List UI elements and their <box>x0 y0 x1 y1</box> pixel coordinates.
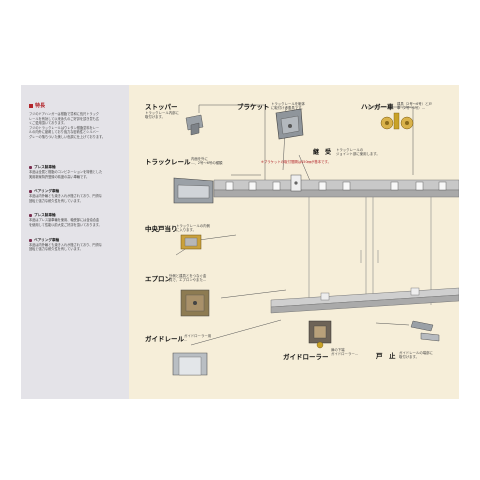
rail-bracket-mark <box>415 181 424 191</box>
features-intro: フジのドアハンガーは樹脂で豊和に長尺トラックレールを有効して以来永久のご好評を頂… <box>29 112 105 140</box>
section-line: 本品は内外輪とも焼き入れが施されており、円滑な <box>29 242 102 247</box>
section-line: を使用して性能以前大変ご好評を頂いております。 <box>29 222 102 227</box>
center-stop-desc: トラックレールの内側に入ります。 <box>176 224 210 233</box>
hanger-part <box>380 112 414 130</box>
section-bullet <box>29 190 32 194</box>
intro-line: くご愛用頂いております。 <box>29 121 67 126</box>
hanger-desc: 建具（2号〜6号）と戸車（2号〜5号）… <box>397 102 432 111</box>
door-stop-part <box>410 320 440 342</box>
features-panel: 特長 フジのドアハンガーは樹脂で豊和に長尺トラックレールを有効して以来永久のご好… <box>21 85 129 399</box>
rail-bracket-mark <box>225 181 234 191</box>
feature-section: プレス製車輪本品はプレス製車輪を使用、軸受部には含油合金を使用して性能以前大変ご… <box>29 213 102 227</box>
apron-desc: 外側と建具とをつなぐ金具で、エプロンやまた… <box>169 274 207 283</box>
hanger-title: ハンガー車 <box>361 103 394 111</box>
bracket-part <box>275 108 304 140</box>
guide-rail-profile-part <box>172 352 208 376</box>
section-line: 実用新案特許登録の精度の高い車輪です。 <box>29 174 90 179</box>
rail-bracket-mark <box>248 181 257 191</box>
feature-section: プレス製車輪本品は全属と樹脂のコンビネーションを特徴とした実用新案特許登録の精度… <box>29 165 102 179</box>
stopper-title: ストッパー <box>145 103 178 111</box>
bracket-spacing-note: ※ブラケットの取付間隔は450㎜が基本です。 <box>261 160 332 164</box>
guide-rail-assembly <box>270 287 459 314</box>
stopper-part <box>185 114 204 136</box>
bracket-title: ブラケット <box>237 103 270 111</box>
section-line: 本品はプレス製車輪を使用、軸受部には含油合金 <box>29 218 100 223</box>
track-rail-title: トラックレール <box>145 158 191 166</box>
section-title: ベアリング車輪 <box>34 237 60 242</box>
section-title: プレス製車輪 <box>34 213 56 218</box>
section-line: 回転と強力な耐久性を有しています。 <box>29 247 83 252</box>
section-line: 本品は内外輪とも焼き入れが施されており、円滑な <box>29 194 102 199</box>
section-bullet <box>29 166 32 169</box>
features-sections: プレス製車輪本品は全属と樹脂のコンビネーションを特徴とした実用新案特許登録の精度… <box>29 165 102 262</box>
door-stop-desc: ガイドレールの端部に取付けます。 <box>399 351 433 360</box>
apron-title: エプロン <box>145 275 171 283</box>
joint-desc: トラックレールのジョイント部に使用します。 <box>336 148 380 157</box>
door-stop-title: 戸 止 <box>376 352 396 360</box>
section-title: ベアリング車輪 <box>34 189 60 194</box>
track-rail-desc: 内面を外に…、2号〜6号の種類 <box>191 157 223 166</box>
guide-roller-title: ガイドローラー <box>283 353 329 361</box>
rail-bracket-mark <box>318 181 327 191</box>
joint-part <box>290 174 302 192</box>
intro-line: フジのドアハンガーは樹脂で豊和に長尺トラック <box>29 112 99 116</box>
guide-rail-title: ガイドレール <box>145 335 184 343</box>
door-panels <box>308 197 432 305</box>
guide-roller-desc: 扉の下端ガイドローラー… <box>331 348 359 357</box>
track-rail-assembly <box>213 179 459 198</box>
rail-bracket-mark <box>342 181 351 191</box>
features-heading: 特長 <box>35 103 46 109</box>
rail-bracket-mark <box>438 181 447 191</box>
product-diagram <box>172 104 459 376</box>
feature-section: ベアリング車輪本品は内外輪とも焼き入れが施されており、円滑な回転と強力な耐久性を… <box>29 189 102 203</box>
guide-roller-part <box>308 320 332 349</box>
stopper-desc: トラックレール内部に取付けます。 <box>145 111 179 120</box>
catalog-page: 特長 フジのドアハンガーは樹脂で豊和に長尺トラックレールを有効して以来永久のご好… <box>21 85 459 399</box>
section-bullet <box>29 214 32 218</box>
track-rail-profile-part <box>173 177 214 204</box>
center-stop-part <box>180 234 202 250</box>
intro-line: グレーの落ちついた美しい色調に仕上げております。 <box>29 134 106 139</box>
heading-marker <box>29 104 33 108</box>
intro-line: レールを有効して以来永久のご好評を頂き豊も広 <box>29 116 100 121</box>
rail-bracket-mark <box>272 181 281 191</box>
apron-part <box>180 289 210 317</box>
intro-line: フジのトラックレールはウレタン樹脂塗料をレー <box>29 125 100 130</box>
section-title: プレス製車輪 <box>34 165 56 169</box>
guide-rail-desc: ガイドローラー用… <box>184 334 212 343</box>
section-line: 本品は全属と樹脂のコンビネーションを特徴とした <box>29 170 103 174</box>
section-line: 回転と強力な耐久性を有しています。 <box>29 198 83 203</box>
intro-line: ルの内外に被覆しており強力な密着性とシルバー <box>29 130 99 135</box>
bracket-desc: トラックレールを躯体に取付ける金具です。 <box>271 102 305 111</box>
leader-lines <box>175 104 414 346</box>
joint-title: 継 受 <box>313 149 332 156</box>
section-bullet <box>29 238 32 242</box>
feature-section: ベアリング車輪本品は内外輪とも焼き入れが施されており、円滑な回転と強力な耐久性を… <box>29 238 102 252</box>
rail-bracket-mark <box>390 181 399 191</box>
center-stop-title: 中央戸当り <box>145 225 178 233</box>
